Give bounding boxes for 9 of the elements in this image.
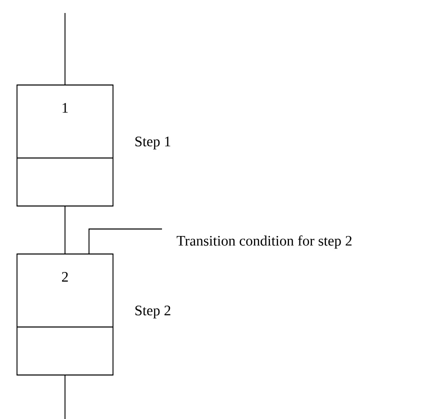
step-box: 1 — [16, 84, 114, 206]
connector-line — [64, 206, 66, 254]
connector-line — [64, 12, 66, 86]
step-label: Step 1 — [135, 136, 170, 150]
step-box: 2 — [16, 254, 114, 376]
condition-label: Transition condition for step 2 — [176, 235, 352, 249]
connector-line — [64, 374, 66, 419]
leader-line — [88, 228, 162, 254]
step-label: Step 2 — [135, 306, 170, 318]
